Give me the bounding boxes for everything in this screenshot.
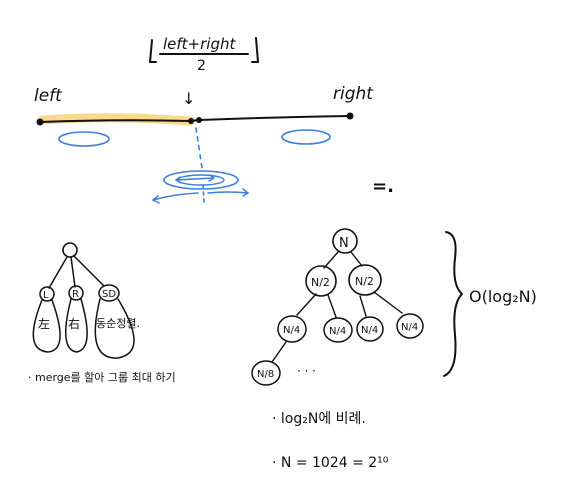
tree-l1-left-label: N/2 — [311, 276, 330, 289]
mid-arrow: ↓ — [182, 89, 195, 108]
tree-root-node — [332, 228, 358, 254]
tree-l2-label-1: N/4 — [283, 325, 300, 336]
midpoint-formula: left+right 2 — [149, 35, 259, 74]
binary-tree: N N/2 N/2 N/4 N/4 N/4 N/4 N/8 · · · — [251, 228, 463, 386]
note-n-equals: · N = 1024 = 2¹⁰ — [272, 455, 389, 471]
right-point — [346, 112, 354, 120]
note-log-proportional: · log₂N에 비례. — [272, 411, 366, 427]
merge-sub-r: 右 — [68, 316, 80, 331]
merge-root-node — [62, 242, 78, 258]
complexity-brace — [443, 231, 463, 377]
tree-l2-label-3: N/4 — [361, 325, 378, 336]
tree-l3-label-1: N/8 — [257, 369, 274, 380]
left-label: left — [34, 86, 63, 106]
complexity-label: O(log₂N) — [469, 287, 537, 306]
mid-point — [188, 118, 194, 124]
tree-root-label: N — [339, 236, 349, 251]
merge-caption: · merge를 할아 그룹 최대 하기 — [28, 370, 176, 384]
tree-l2-node-1 — [277, 315, 307, 343]
merge-sub-l: 左 — [38, 316, 50, 331]
number-line — [36, 112, 354, 126]
merge-loop-l — [32, 299, 61, 353]
formula-numerator: left+right — [163, 35, 236, 53]
tree-l1-right — [348, 264, 382, 296]
merge-node-l — [39, 286, 55, 302]
tree-l1-left — [305, 265, 337, 297]
left-point — [36, 118, 44, 126]
equals-dot: =. — [372, 176, 394, 197]
merge-node-sd-label: SD — [102, 289, 116, 300]
tree-l2-label-2: N/4 — [329, 326, 346, 337]
tree-l2-node-4 — [396, 313, 424, 339]
tree-ellipsis: · · · — [297, 364, 316, 378]
merge-loop-sd — [94, 298, 135, 359]
merge-node-l-label: L — [43, 290, 49, 301]
right-label: right — [333, 84, 374, 104]
merge-node-r — [68, 285, 84, 301]
merge-node-sd — [98, 284, 120, 302]
recursion-sketch — [152, 127, 249, 204]
left-half-ellipse — [58, 131, 110, 147]
merge-loop-r — [65, 298, 88, 353]
formula-denominator: 2 — [197, 58, 206, 74]
tree-l2-node-2 — [323, 317, 353, 343]
left-floor-bracket — [149, 39, 157, 63]
tree-l3-node-1 — [251, 360, 281, 386]
right-half-ellipse — [281, 129, 331, 145]
tree-l2-label-4: N/4 — [401, 322, 418, 333]
right-floor-bracket — [251, 37, 259, 63]
tree-l1-right-label: N/2 — [355, 275, 374, 288]
merge-tree: L R SD 左 右 동순정렬. — [32, 242, 140, 359]
mid-point-next — [196, 117, 202, 123]
merge-node-r-label: R — [72, 289, 79, 300]
tree-l2-node-3 — [356, 316, 384, 342]
merge-sub-sd: 동순정렬. — [96, 317, 140, 330]
